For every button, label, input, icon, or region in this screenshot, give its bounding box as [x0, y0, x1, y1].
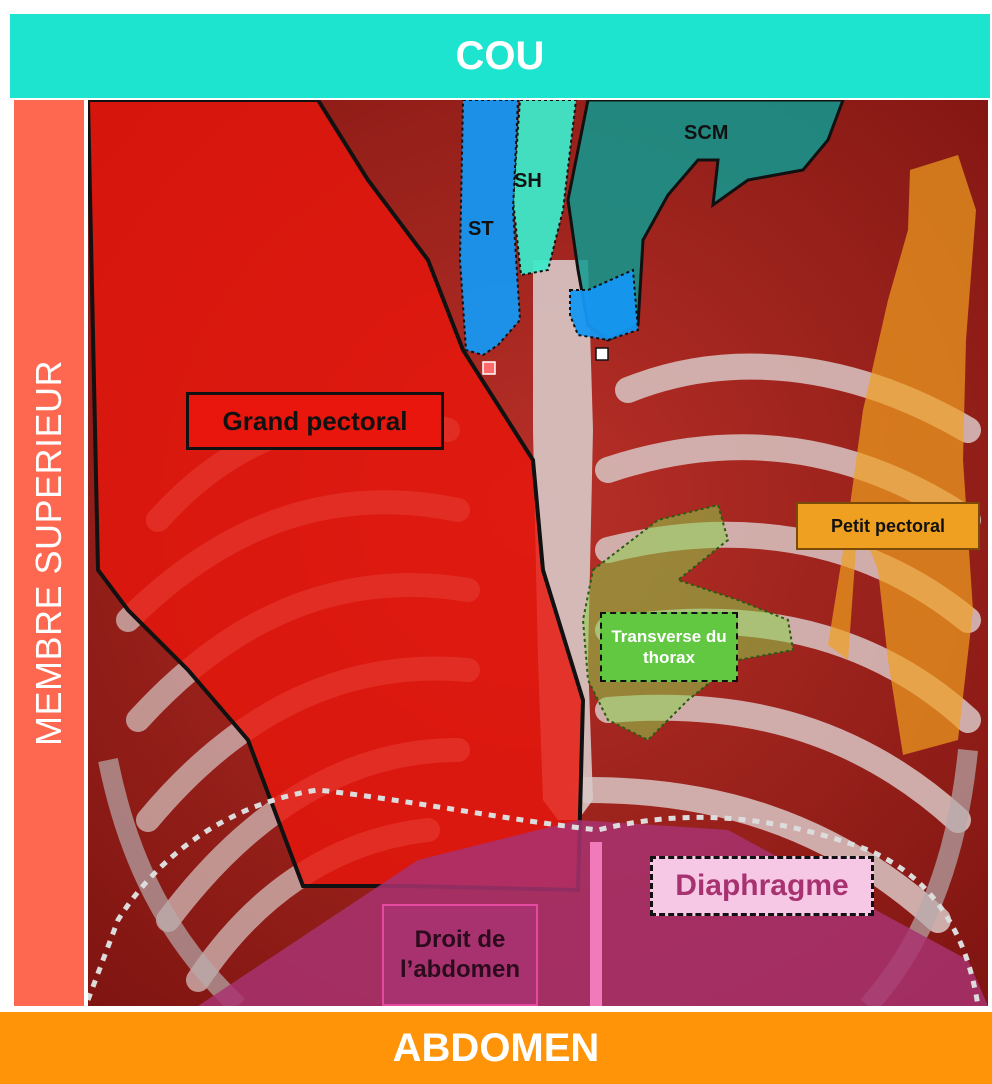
linea-alba: [590, 842, 602, 1006]
region-membre-superieur-band: MEMBRE SUPERIEUR: [14, 100, 84, 1006]
grand-pectoral-label: Grand pectoral: [186, 392, 444, 450]
region-abdomen-band: ABDOMEN: [0, 1012, 992, 1084]
insertion-marker-right: [596, 348, 608, 360]
sh-label: SH: [514, 170, 542, 193]
st-label: ST: [468, 218, 494, 241]
insertion-marker-left: [483, 362, 495, 374]
petit-pectoral-label: Petit pectoral: [796, 502, 980, 550]
droit-abdomen-label: Droit de l’abdomen: [382, 904, 538, 1006]
transverse-thorax-label: Transverse du thorax: [600, 612, 738, 682]
scm-label: SCM: [684, 122, 728, 145]
thorax-illustration: Grand pectoral Petit pectoral Transverse…: [88, 100, 988, 1006]
region-membre-superieur-label: MEMBRE SUPERIEUR: [28, 360, 70, 746]
diaphragme-label: Diaphragme: [650, 856, 874, 916]
region-abdomen-label: ABDOMEN: [393, 1026, 600, 1071]
region-cou-band: COU: [10, 14, 990, 98]
region-cou-label: COU: [456, 34, 545, 79]
